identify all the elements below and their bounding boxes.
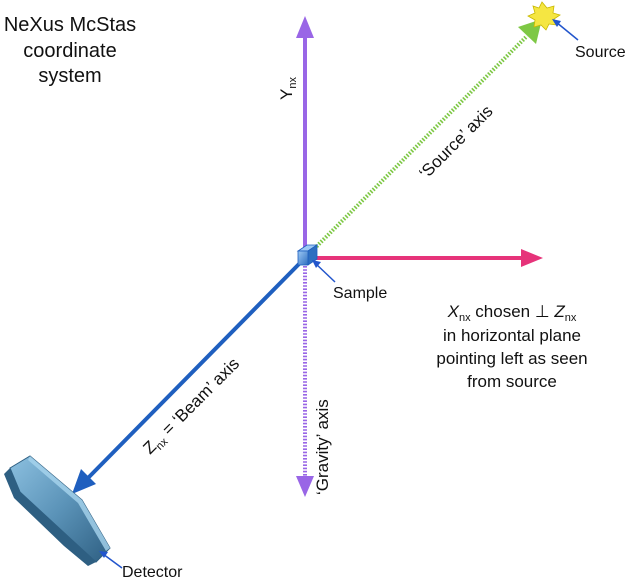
sample-cube-icon xyxy=(296,244,319,266)
beam-axis xyxy=(72,261,302,494)
source-pointer-head xyxy=(552,19,561,27)
source-pointer xyxy=(555,21,579,41)
gravity-axis xyxy=(296,266,314,497)
x-note-line-4: from source xyxy=(467,372,557,391)
title-line-2: coordinate xyxy=(23,40,116,62)
y-axis xyxy=(296,16,314,258)
detector-pointer xyxy=(102,553,123,569)
sample-pointer-head xyxy=(312,260,321,268)
title-line-3: system xyxy=(38,65,101,87)
source-burst-icon xyxy=(527,1,561,31)
sample-label: Sample xyxy=(333,285,387,302)
detector-label: Detector xyxy=(122,564,183,579)
x-note-line-1: Xnx chosen ⊥ Znx xyxy=(447,302,577,324)
source-axis xyxy=(310,19,542,253)
y-axis-label: Ynx xyxy=(277,77,299,100)
x-axis-note: Xnx chosen ⊥ Znx in horizontal plane poi… xyxy=(436,302,587,391)
x-axis xyxy=(312,249,543,267)
source-label: Source xyxy=(575,44,626,61)
x-note-line-2: in horizontal plane xyxy=(443,326,581,345)
title-line-1: NeXus McStas xyxy=(4,14,136,36)
sample-pointer xyxy=(314,262,336,283)
gravity-axis-label: ‘Gravity’ axis xyxy=(313,399,332,495)
source-axis-label: ‘Source’ axis xyxy=(415,102,496,183)
detector-pointer-head xyxy=(99,551,108,558)
x-note-line-3: pointing left as seen xyxy=(436,349,587,368)
